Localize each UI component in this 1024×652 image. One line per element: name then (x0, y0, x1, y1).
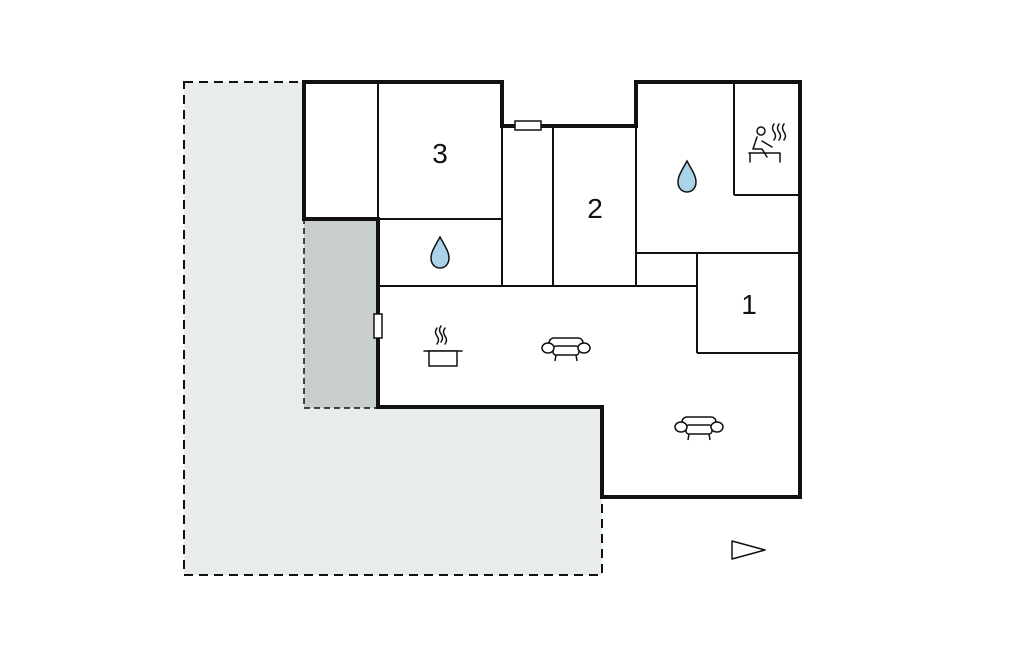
sofa-icon (674, 416, 724, 441)
interior-walls (377, 83, 800, 354)
exterior-walls (302, 80, 802, 499)
covered-terrace (303, 219, 379, 409)
room-label-3: 3 (432, 138, 448, 169)
cooking-pot-icon (423, 325, 463, 367)
sauna-icon (748, 123, 787, 163)
window-top (514, 120, 542, 131)
water-drop-icon (430, 235, 450, 269)
window-left (373, 313, 383, 339)
sofa-icon (541, 337, 591, 362)
water-drop-icon (677, 159, 697, 193)
north-arrow-icon (731, 540, 766, 560)
room-label-2: 2 (587, 193, 603, 224)
room-label-1: 1 (741, 289, 757, 320)
terrace-area (183, 81, 603, 576)
